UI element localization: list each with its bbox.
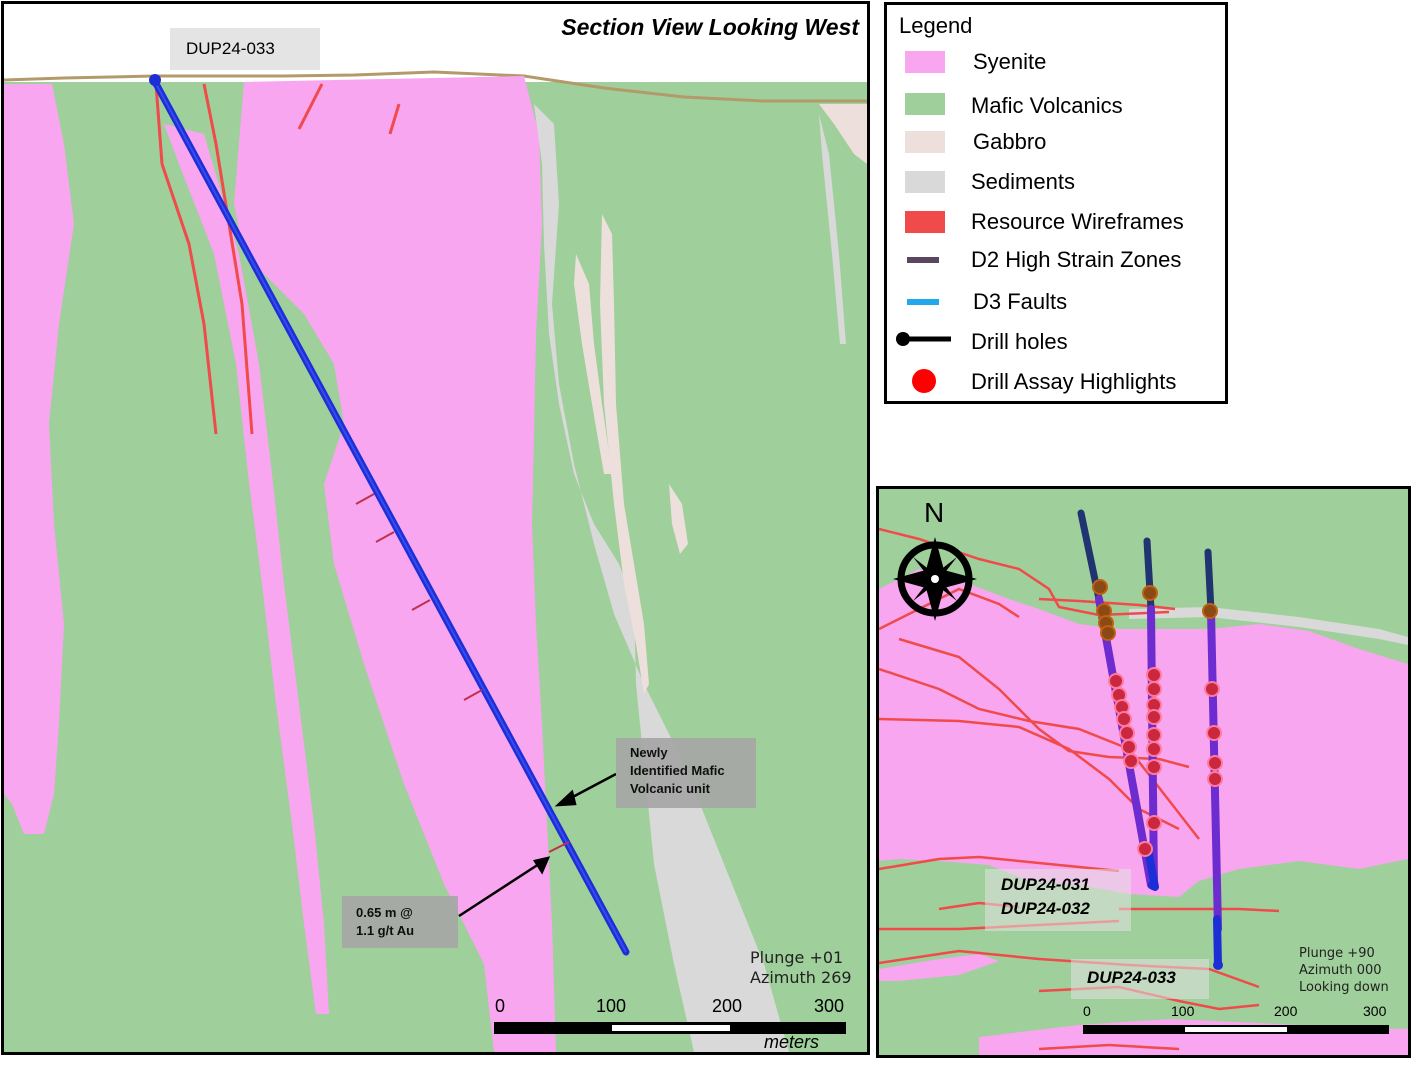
gabbro-area <box>819 104 867 164</box>
legend-item-d3-faults: D3 Faults <box>887 289 1227 325</box>
legend-panel: Legend Syenite Mafic Volcanics Gabbro Se… <box>884 2 1228 404</box>
legend-item-sediments: Sediments <box>887 169 1227 205</box>
legend-item-d2-high-strain: D2 High Strain Zones <box>887 247 1227 283</box>
plan-scale-tick-200: 200 <box>1274 1003 1298 1019</box>
callout-arrows <box>458 772 617 918</box>
north-arrow-icon <box>893 537 977 621</box>
scale-tick-0: 0 <box>495 996 506 1016</box>
syenite-left <box>4 84 74 834</box>
legend-item-gabbro: Gabbro <box>887 129 1227 165</box>
sediments-swatch <box>905 171 945 193</box>
syenite-main <box>234 76 556 1052</box>
assay-intervals <box>355 493 570 853</box>
section-view-panel: Section View Looking West DUP24-033 Newl… <box>1 1 870 1055</box>
plan-assay-highlights <box>1108 667 1223 857</box>
north-label: N <box>924 497 945 528</box>
section-title: Section View Looking West <box>561 14 859 40</box>
wireframes-swatch <box>905 211 945 233</box>
topography-line <box>4 70 867 103</box>
sediments-area <box>534 104 789 1052</box>
callout-mafic-unit: Newly Identified Mafic Volcanic unit <box>616 738 756 808</box>
syenite-swatch <box>905 51 945 73</box>
section-orientation: Plunge +01 Azimuth 269 <box>750 948 852 987</box>
legend-item-assay-highlights: Drill Assay Highlights <box>887 367 1227 403</box>
d2-dash-icon <box>907 257 939 263</box>
d3-dash-icon <box>907 299 939 305</box>
scale-tick-200: 200 <box>712 996 743 1016</box>
plan-syenite <box>879 569 1408 897</box>
plan-hole-labels-left: DUP24-031 DUP24-032 <box>985 869 1131 931</box>
callout-assay-result: 0.65 m @ 1.1 g/t Au <box>342 896 458 948</box>
section-scale-bar <box>494 1022 846 1034</box>
scale-tick-100: 100 <box>596 996 627 1016</box>
scale-tick-300: 300 <box>814 996 845 1016</box>
legend-item-syenite: Syenite <box>887 49 1227 85</box>
legend-item-resource-wireframes: Resource Wireframes <box>887 209 1227 245</box>
scale-unit: meters <box>764 1032 820 1052</box>
plan-scale-tick-0: 0 <box>1083 1003 1091 1019</box>
assay-dot-icon <box>912 369 936 393</box>
drill-collar <box>149 74 161 86</box>
syenite-dyke <box>164 124 329 1014</box>
plan-scale-tick-300: 300 <box>1363 1003 1387 1019</box>
plan-hole-label-right: DUP24-033 <box>1071 959 1209 999</box>
legend-item-mafic-volcanics: Mafic Volcanics <box>887 91 1227 127</box>
section-map-canvas <box>4 4 867 1052</box>
plan-view-panel: N DUP24-031 DUP24-032 DUP24-033 Plunge +… <box>876 486 1411 1058</box>
plan-assay-highlights-upper <box>1092 579 1218 641</box>
plan-map-canvas <box>879 489 1408 1055</box>
mafic-swatch <box>905 93 945 115</box>
plan-scale-bar <box>1083 1025 1389 1034</box>
legend-title: Legend <box>899 13 973 38</box>
hole-label-dup24-033: DUP24-033 <box>170 28 320 70</box>
gabbro-lens <box>600 214 649 694</box>
plan-orientation: Plunge +90 Azimuth 000 Looking down <box>1299 946 1389 995</box>
plan-scale-tick-100: 100 <box>1171 1003 1195 1019</box>
legend-item-drill-holes: Drill holes <box>887 327 1227 363</box>
drill-hole-icon <box>896 332 951 346</box>
plan-sediments <box>1129 607 1408 645</box>
gabbro-swatch <box>905 131 945 153</box>
